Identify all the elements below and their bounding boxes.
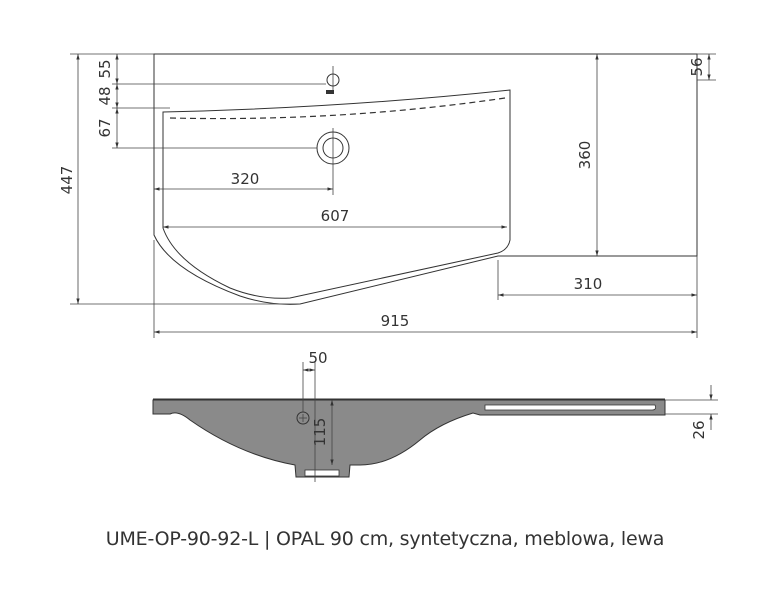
dim-tap-hole-from-back: 55 bbox=[96, 59, 114, 78]
dim-overall-width: 915 bbox=[381, 312, 410, 330]
section-body bbox=[152, 399, 666, 478]
dim-bowl-depth: 115 bbox=[311, 418, 329, 447]
dim-bowl-width: 607 bbox=[321, 207, 350, 225]
dim-rim-thickness: 26 bbox=[690, 420, 708, 439]
dim-overall-depth: 447 bbox=[58, 166, 76, 195]
product-caption: UME-OP-90-92-L | OPAL 90 cm, syntetyczna… bbox=[105, 528, 665, 550]
dim-right-shelf-width: 310 bbox=[574, 275, 603, 293]
dim-drain-offset: 50 bbox=[308, 349, 327, 367]
dim-tap-to-bowl-edge: 48 bbox=[96, 86, 114, 105]
bowl-outline bbox=[162, 89, 511, 299]
dim-bowl-edge-to-drain: 67 bbox=[96, 118, 114, 137]
overflow-slot bbox=[326, 90, 334, 94]
overflow-dashed-line bbox=[169, 97, 506, 120]
dim-right-shelf-back: 56 bbox=[688, 57, 706, 76]
side-view: 50 115 26 bbox=[152, 349, 718, 482]
top-view: 447 55 48 67 320 607 360 56 310 915 bbox=[58, 53, 716, 338]
dim-bowl-depth-right: 360 bbox=[576, 141, 594, 170]
dim-drain-from-left: 320 bbox=[231, 170, 260, 188]
